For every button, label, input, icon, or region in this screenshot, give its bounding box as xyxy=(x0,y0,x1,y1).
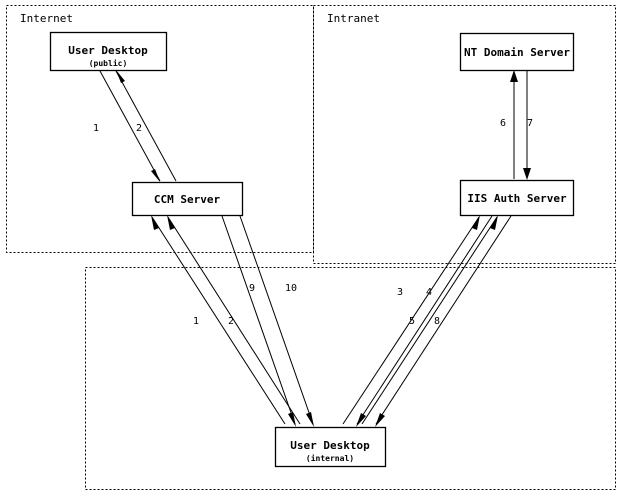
step-label-3: 3 xyxy=(397,287,403,298)
step-label-6: 6 xyxy=(500,118,506,129)
step-label-7: 7 xyxy=(527,118,533,129)
flow-lines-group xyxy=(99,70,531,427)
flow-line-10 xyxy=(239,215,314,425)
step-label-2: 2 xyxy=(136,123,142,134)
flow-arrowhead-1-internal xyxy=(151,215,159,230)
flow-line-2 xyxy=(115,70,177,182)
flow-arrowhead-6 xyxy=(510,70,518,82)
step-label-group: 1 2 6 7 9 10 1 2 3 4 5 8 xyxy=(93,118,533,327)
step-label-5: 5 xyxy=(409,316,415,327)
node-label-nt-domain-server: NT Domain Server xyxy=(464,46,570,59)
flow-arrowhead-2-internal xyxy=(167,215,175,230)
flow-arrowhead-2 xyxy=(116,70,125,83)
step-label-10: 10 xyxy=(285,283,297,294)
flow-arrowhead-10 xyxy=(306,412,314,427)
node-label-user-desktop-internal: User Desktop xyxy=(290,439,370,452)
step-label-1: 1 xyxy=(93,123,99,134)
node-sublabel-user-desktop-public: (public) xyxy=(89,58,128,68)
node-sublabel-user-desktop-internal: (internal) xyxy=(306,453,354,463)
node-label-iis-auth-server: IIS Auth Server xyxy=(467,192,567,205)
flow-line-9 xyxy=(221,215,296,425)
zone-internet-boundary xyxy=(6,5,314,253)
flow-arrowhead-3 xyxy=(472,215,480,230)
step-label-2-internal: 2 xyxy=(228,316,234,327)
flow-line-8 xyxy=(375,215,512,425)
zone-label-internet: Internet xyxy=(20,12,73,25)
flow-line-1 xyxy=(99,70,161,182)
node-user-desktop-internal[interactable] xyxy=(274,426,387,468)
step-label-8: 8 xyxy=(434,316,440,327)
node-iis-auth-server[interactable] xyxy=(459,179,575,217)
flow-line-5 xyxy=(361,216,498,425)
flow-line-4 xyxy=(356,215,493,425)
flow-arrowhead-7 xyxy=(523,168,531,180)
flow-arrowhead-9 xyxy=(288,412,296,427)
step-label-4: 4 xyxy=(426,287,432,298)
flow-arrowhead-4 xyxy=(356,413,366,427)
step-label-9: 9 xyxy=(249,283,255,294)
flow-line-1-internal xyxy=(151,216,286,425)
flow-arrowhead-1 xyxy=(151,169,160,182)
zone-label-intranet: Intranet xyxy=(327,12,380,25)
flow-arrowhead-5 xyxy=(490,215,498,230)
node-label-user-desktop-public: User Desktop xyxy=(68,44,148,57)
node-ccm-server[interactable] xyxy=(131,181,244,217)
flow-line-3 xyxy=(342,216,480,425)
step-label-1-internal: 1 xyxy=(193,316,199,327)
flow-line-2-internal xyxy=(167,216,301,425)
node-label-ccm-server: CCM Server xyxy=(154,193,221,206)
node-group xyxy=(49,31,575,468)
zone-group xyxy=(6,5,616,490)
zone-internal-boundary xyxy=(85,267,616,490)
node-nt-domain-server[interactable] xyxy=(459,32,575,72)
flow-arrowhead-8 xyxy=(375,413,385,427)
node-user-desktop-public[interactable] xyxy=(49,31,168,72)
